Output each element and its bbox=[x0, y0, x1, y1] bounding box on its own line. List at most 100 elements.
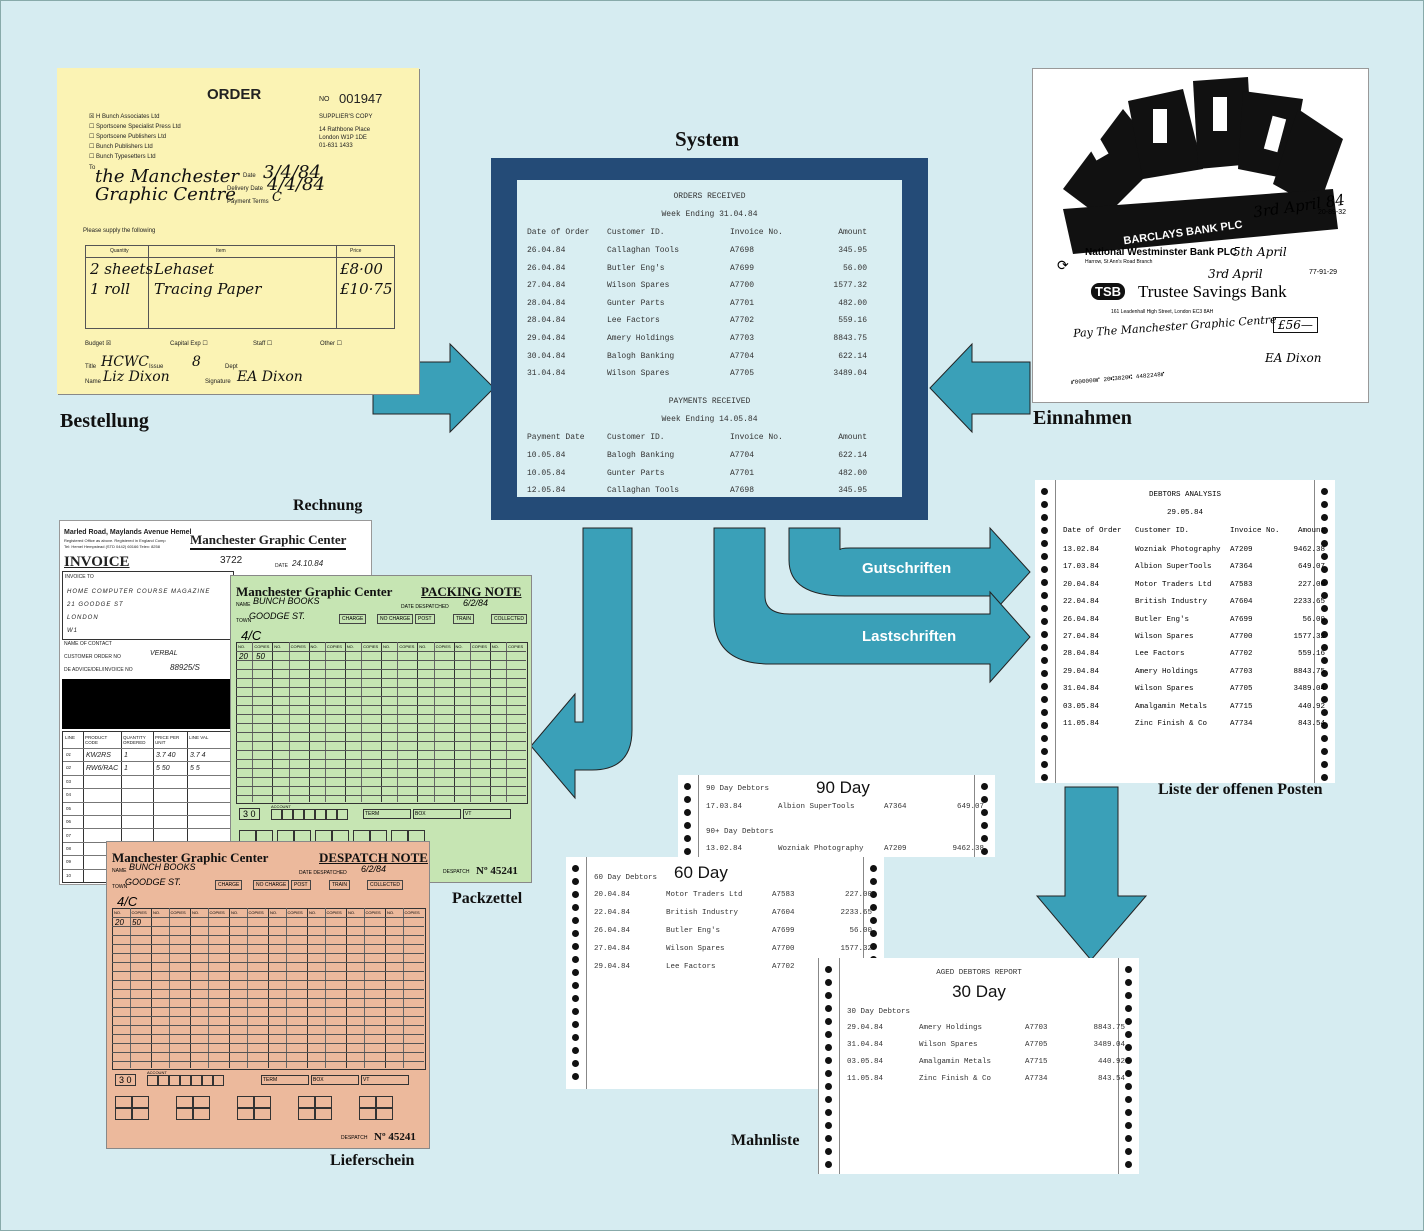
column-header: LINE bbox=[65, 735, 76, 740]
tsb-address: 161 Leadenhall High Street, London EC3 8… bbox=[1111, 309, 1214, 315]
table-cell: Motor Traders Ltd bbox=[666, 891, 743, 899]
table-cell: 27.04.84 bbox=[527, 281, 566, 291]
column-header: PRODUCT CODE bbox=[85, 735, 108, 745]
table-cell: 8843.75 bbox=[1293, 667, 1325, 676]
first-no: 20 bbox=[239, 652, 248, 661]
packing-label: Packzettel bbox=[452, 890, 523, 907]
invoice-cust-order: CUSTOMER ORDER NO bbox=[64, 654, 121, 660]
note-town: GOODGE ST. bbox=[249, 611, 306, 621]
table-cell: 3489.04 bbox=[833, 369, 867, 379]
grid-no-label: NO. bbox=[310, 644, 318, 649]
feed-hole-icon bbox=[981, 809, 988, 816]
system-monitor: ORDERS RECEIVED Week Ending 31.04.84 PAY… bbox=[491, 158, 928, 520]
footer-box bbox=[315, 809, 326, 820]
column-header: Customer ID. bbox=[607, 228, 665, 237]
table-cell: A7703 bbox=[1230, 667, 1253, 676]
note-term: TERM bbox=[261, 1075, 309, 1085]
table-cell: 345.95 bbox=[838, 486, 867, 496]
grid-row bbox=[236, 660, 526, 661]
feed-hole-icon bbox=[684, 809, 691, 816]
grid-col bbox=[417, 642, 419, 802]
feed-hole-icon bbox=[825, 992, 832, 999]
grid-row bbox=[236, 732, 526, 733]
day30-label: 30 Day Debtors bbox=[847, 1008, 911, 1016]
footer-cell bbox=[376, 1096, 393, 1108]
feed-hole-icon bbox=[572, 943, 579, 950]
note-option: NO CHARGE bbox=[377, 614, 414, 624]
checkbox-item[interactable]: ☒ H Bunch Associates Ltd bbox=[89, 114, 160, 120]
grid-row bbox=[112, 1043, 424, 1044]
grid-subcol bbox=[397, 642, 399, 802]
grid-subcol bbox=[402, 908, 404, 1068]
natwest-sort: 77-91-29 bbox=[1309, 269, 1338, 276]
grid-row bbox=[112, 935, 424, 936]
feed-hole-icon bbox=[572, 956, 579, 963]
order-to: the Manchester Graphic Centre bbox=[95, 166, 240, 205]
invoice-address-2: Registered Office as above. Registered i… bbox=[64, 538, 166, 543]
order-title-value: HCWC bbox=[101, 354, 150, 370]
table-cell: Lee Factors bbox=[607, 316, 660, 326]
column-divider bbox=[83, 732, 84, 882]
feed-hole-icon bbox=[1321, 592, 1328, 599]
grid-subcol bbox=[246, 908, 248, 1068]
day60-heading: 60 Day bbox=[674, 863, 728, 882]
feed-hole-icon bbox=[1321, 657, 1328, 664]
column-header: Payment Date bbox=[527, 433, 585, 442]
grid-no-label: NO. bbox=[346, 644, 354, 649]
table-cell: RW6/RAC bbox=[86, 765, 119, 773]
table-cell: Wozniak Photography bbox=[1135, 546, 1221, 554]
invoice-company: Manchester Graphic Center bbox=[190, 532, 347, 550]
feed-hole-icon bbox=[572, 1021, 579, 1028]
grid-subcol bbox=[207, 908, 209, 1068]
feed-hole-icon bbox=[870, 891, 877, 898]
line-number: 06 bbox=[66, 819, 72, 825]
note-title: DESPATCH NOTE bbox=[319, 850, 428, 865]
table-cell: Butler Eng's bbox=[607, 263, 665, 273]
feed-hole-icon bbox=[1041, 748, 1048, 755]
grid-subcol bbox=[361, 642, 363, 802]
grid-copies-label: COPIES bbox=[326, 644, 342, 649]
grid-no-label: NO. bbox=[491, 644, 499, 649]
footer-box bbox=[282, 809, 293, 820]
feed-hole-icon bbox=[1321, 644, 1328, 651]
footer-cell bbox=[132, 1108, 149, 1120]
table-cell: 622.14 bbox=[838, 451, 867, 460]
feed-hole-icon bbox=[572, 982, 579, 989]
order-name-value: Liz Dixon bbox=[103, 369, 170, 385]
order-date: 3/4/84 bbox=[263, 162, 321, 183]
table-cell: 5 5 bbox=[190, 765, 200, 773]
table-cell: 20.04.84 bbox=[1063, 580, 1100, 589]
row-divider bbox=[63, 774, 235, 776]
table-cell: A7705 bbox=[1230, 685, 1253, 694]
table-cell: A7604 bbox=[1230, 598, 1253, 607]
grid-copies-label: COPIES bbox=[248, 910, 264, 915]
grid-row bbox=[112, 971, 424, 972]
note-name-label: NAME bbox=[236, 602, 251, 608]
grid-col bbox=[229, 908, 230, 1068]
feed-hole-icon bbox=[1321, 605, 1328, 612]
feed-hole-icon bbox=[1041, 592, 1048, 599]
checkbox-item[interactable]: ☐ Bunch Typesetters Ltd bbox=[89, 154, 156, 160]
invoice-number: 3722 bbox=[220, 555, 243, 566]
table-cell: A7702 bbox=[1230, 650, 1253, 659]
receipts-label: Einnahmen bbox=[1033, 407, 1132, 429]
line-price: £10·75 bbox=[340, 280, 393, 298]
table-cell: A7703 bbox=[730, 334, 755, 343]
checkbox-item[interactable]: ☐ Sportscene Specialist Press Ltd bbox=[89, 124, 181, 130]
checkbox-item[interactable]: ☐ Bunch Publishers Ltd bbox=[89, 144, 153, 150]
grid-no-label: NO. bbox=[387, 910, 395, 915]
feed-hole-icon bbox=[572, 1008, 579, 1015]
table-cell: 1 bbox=[124, 765, 128, 773]
order-delivery-label: Delivery Date bbox=[227, 186, 264, 192]
footer-cell bbox=[359, 1108, 376, 1120]
feed-hole-icon bbox=[1321, 683, 1328, 690]
table-cell: Albion SuperTools bbox=[1135, 563, 1212, 572]
checkbox-item[interactable]: ☐ Sportscene Publishers Ltd bbox=[89, 134, 167, 140]
table-cell: 27.04.84 bbox=[1063, 633, 1100, 641]
feed-hole-icon bbox=[825, 1083, 832, 1090]
grid-col bbox=[272, 642, 274, 802]
column-header: Invoice No. bbox=[1230, 527, 1280, 535]
